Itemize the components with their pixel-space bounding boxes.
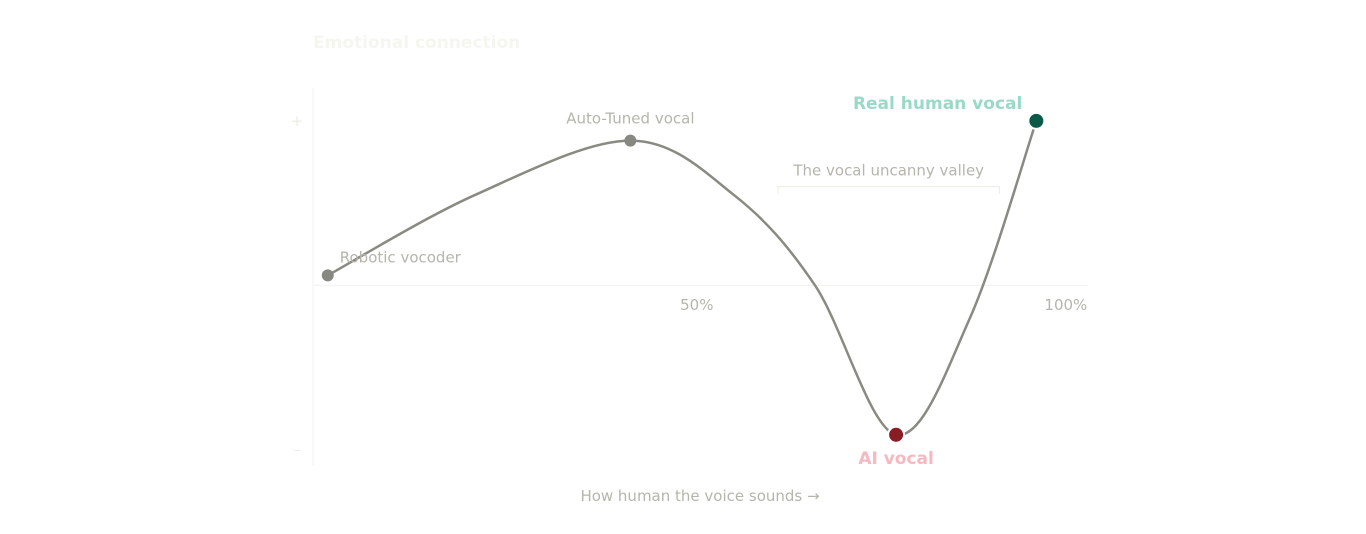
y-tick-label-0: + bbox=[291, 112, 304, 130]
valley-label: The vocal uncanny valley bbox=[792, 162, 984, 180]
x-tick-label-1: 100% bbox=[1044, 296, 1087, 314]
data-points: Robotic vocoder Auto-Tuned vocal AI vocal R… bbox=[321, 94, 1046, 469]
x-axis-label: How human the voice sounds → bbox=[580, 487, 819, 505]
point-auto-tuned-vocal bbox=[624, 134, 637, 147]
point-ai-vocal bbox=[887, 425, 906, 444]
y-axis-label: Emotional connection bbox=[313, 33, 520, 53]
label-ai-vocal: AI vocal bbox=[858, 449, 934, 469]
point-robotic-vocoder bbox=[321, 269, 334, 282]
valley-bracket bbox=[777, 186, 1000, 194]
emotion-curve bbox=[326, 119, 1038, 437]
label-auto-tuned-vocal: Auto-Tuned vocal bbox=[566, 110, 694, 128]
x-tick-label-0: 50% bbox=[680, 296, 713, 314]
x-ticks: 50% 100% bbox=[680, 296, 1087, 314]
y-ticks: +– bbox=[291, 112, 304, 459]
label-robotic-vocoder: Robotic vocoder bbox=[340, 248, 462, 266]
point-real-human-vocal bbox=[1027, 111, 1046, 130]
label-real-human-vocal: Real human vocal bbox=[853, 94, 1022, 114]
uncanny-valley-annotation: The vocal uncanny valley bbox=[777, 162, 1000, 194]
y-tick-label-1: – bbox=[293, 441, 301, 459]
